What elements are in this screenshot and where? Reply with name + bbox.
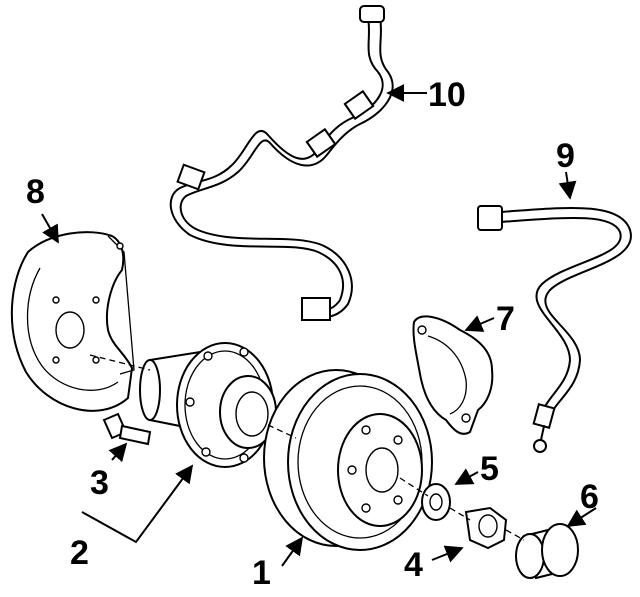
callout-6: 6 (580, 478, 599, 516)
callout-3: 3 (90, 464, 109, 502)
callout-5: 5 (480, 450, 499, 488)
splash-shield (10, 231, 135, 412)
callout-2: 2 (70, 534, 89, 572)
callout-7: 7 (496, 300, 515, 338)
brake-disc-rotor (263, 369, 433, 551)
brake-hose (477, 205, 632, 453)
callout-4: 4 (404, 546, 423, 584)
wheel-bearing (421, 483, 451, 521)
axis-lines (89, 354, 525, 541)
callout-10: 10 (428, 76, 466, 114)
brake-caliper (412, 315, 494, 435)
hub-assembly (139, 342, 277, 468)
wheel-bolt (102, 412, 152, 446)
dust-cap (515, 523, 579, 580)
callout-8: 8 (26, 173, 45, 211)
axle-nut (464, 506, 508, 550)
callout-1: 1 (252, 554, 271, 592)
callout-9: 9 (556, 137, 575, 175)
abs-sensor-wire (169, 5, 394, 321)
leader-lines (41, 84, 597, 567)
